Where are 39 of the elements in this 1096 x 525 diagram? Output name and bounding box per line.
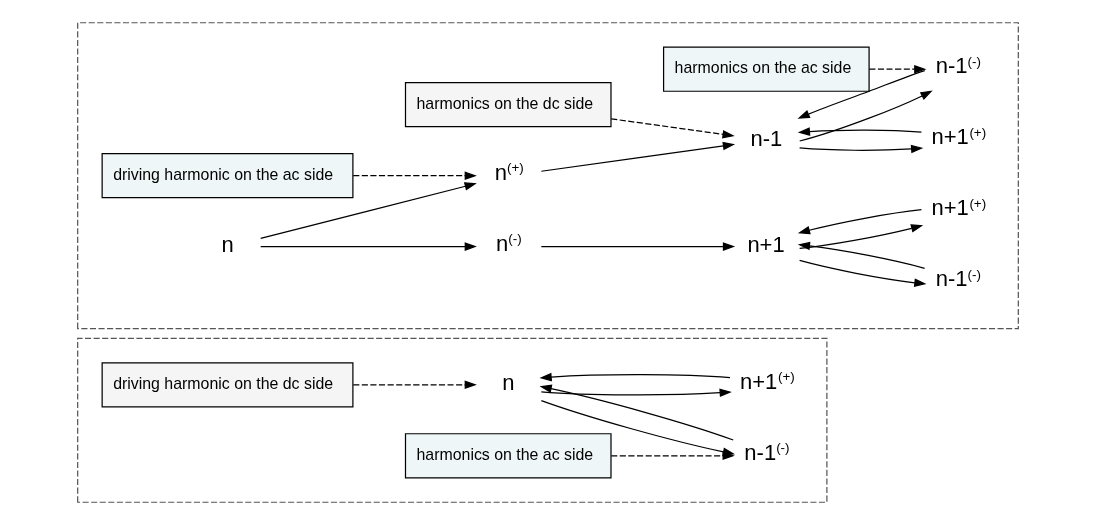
node-box: driving harmonic on the ac side <box>101 153 354 199</box>
arrow <box>260 242 477 251</box>
node-box: harmonics on the dc side <box>404 82 612 128</box>
arrow <box>352 171 477 180</box>
arrow <box>799 144 924 154</box>
node-box: harmonics on the ac side <box>663 46 870 92</box>
arrow <box>799 224 924 249</box>
node-text: n+1$^{(+)}$ <box>931 124 987 150</box>
node-text: n+1$^{(+)}$ <box>931 195 987 221</box>
arrow <box>797 209 923 235</box>
node-text: n <box>502 370 515 396</box>
arrow <box>539 384 734 441</box>
arrow <box>540 400 736 456</box>
node-text: n$^{(-)}$ <box>496 230 522 256</box>
arrow <box>797 127 923 136</box>
arrow <box>868 64 927 74</box>
node-box: harmonics on the ac side <box>404 433 612 479</box>
arrow <box>260 182 477 240</box>
cluster <box>77 337 828 503</box>
arrow <box>610 118 735 139</box>
arrow <box>540 242 736 251</box>
node-text: n+1 <box>747 231 785 257</box>
arrow <box>799 90 933 142</box>
node-text: n$^{(+)}$ <box>494 159 524 185</box>
node-text: n <box>221 231 234 257</box>
arrow <box>540 388 732 398</box>
node-text: n-1$^{(-)}$ <box>935 266 981 292</box>
node-text: n-1$^{(-)}$ <box>744 439 790 465</box>
node-box: driving harmonic on the dc side <box>101 362 354 408</box>
node-text: n+1$^{(+)}$ <box>740 368 795 394</box>
arrow <box>797 241 926 269</box>
arrow <box>799 259 927 287</box>
arrow <box>540 141 736 172</box>
node-text: n-1$^{(-)}$ <box>935 53 981 79</box>
arrow <box>352 380 477 390</box>
node-text: n-1 <box>750 125 783 151</box>
arrow <box>797 69 926 119</box>
arrow <box>539 372 731 382</box>
cluster <box>77 22 1019 330</box>
